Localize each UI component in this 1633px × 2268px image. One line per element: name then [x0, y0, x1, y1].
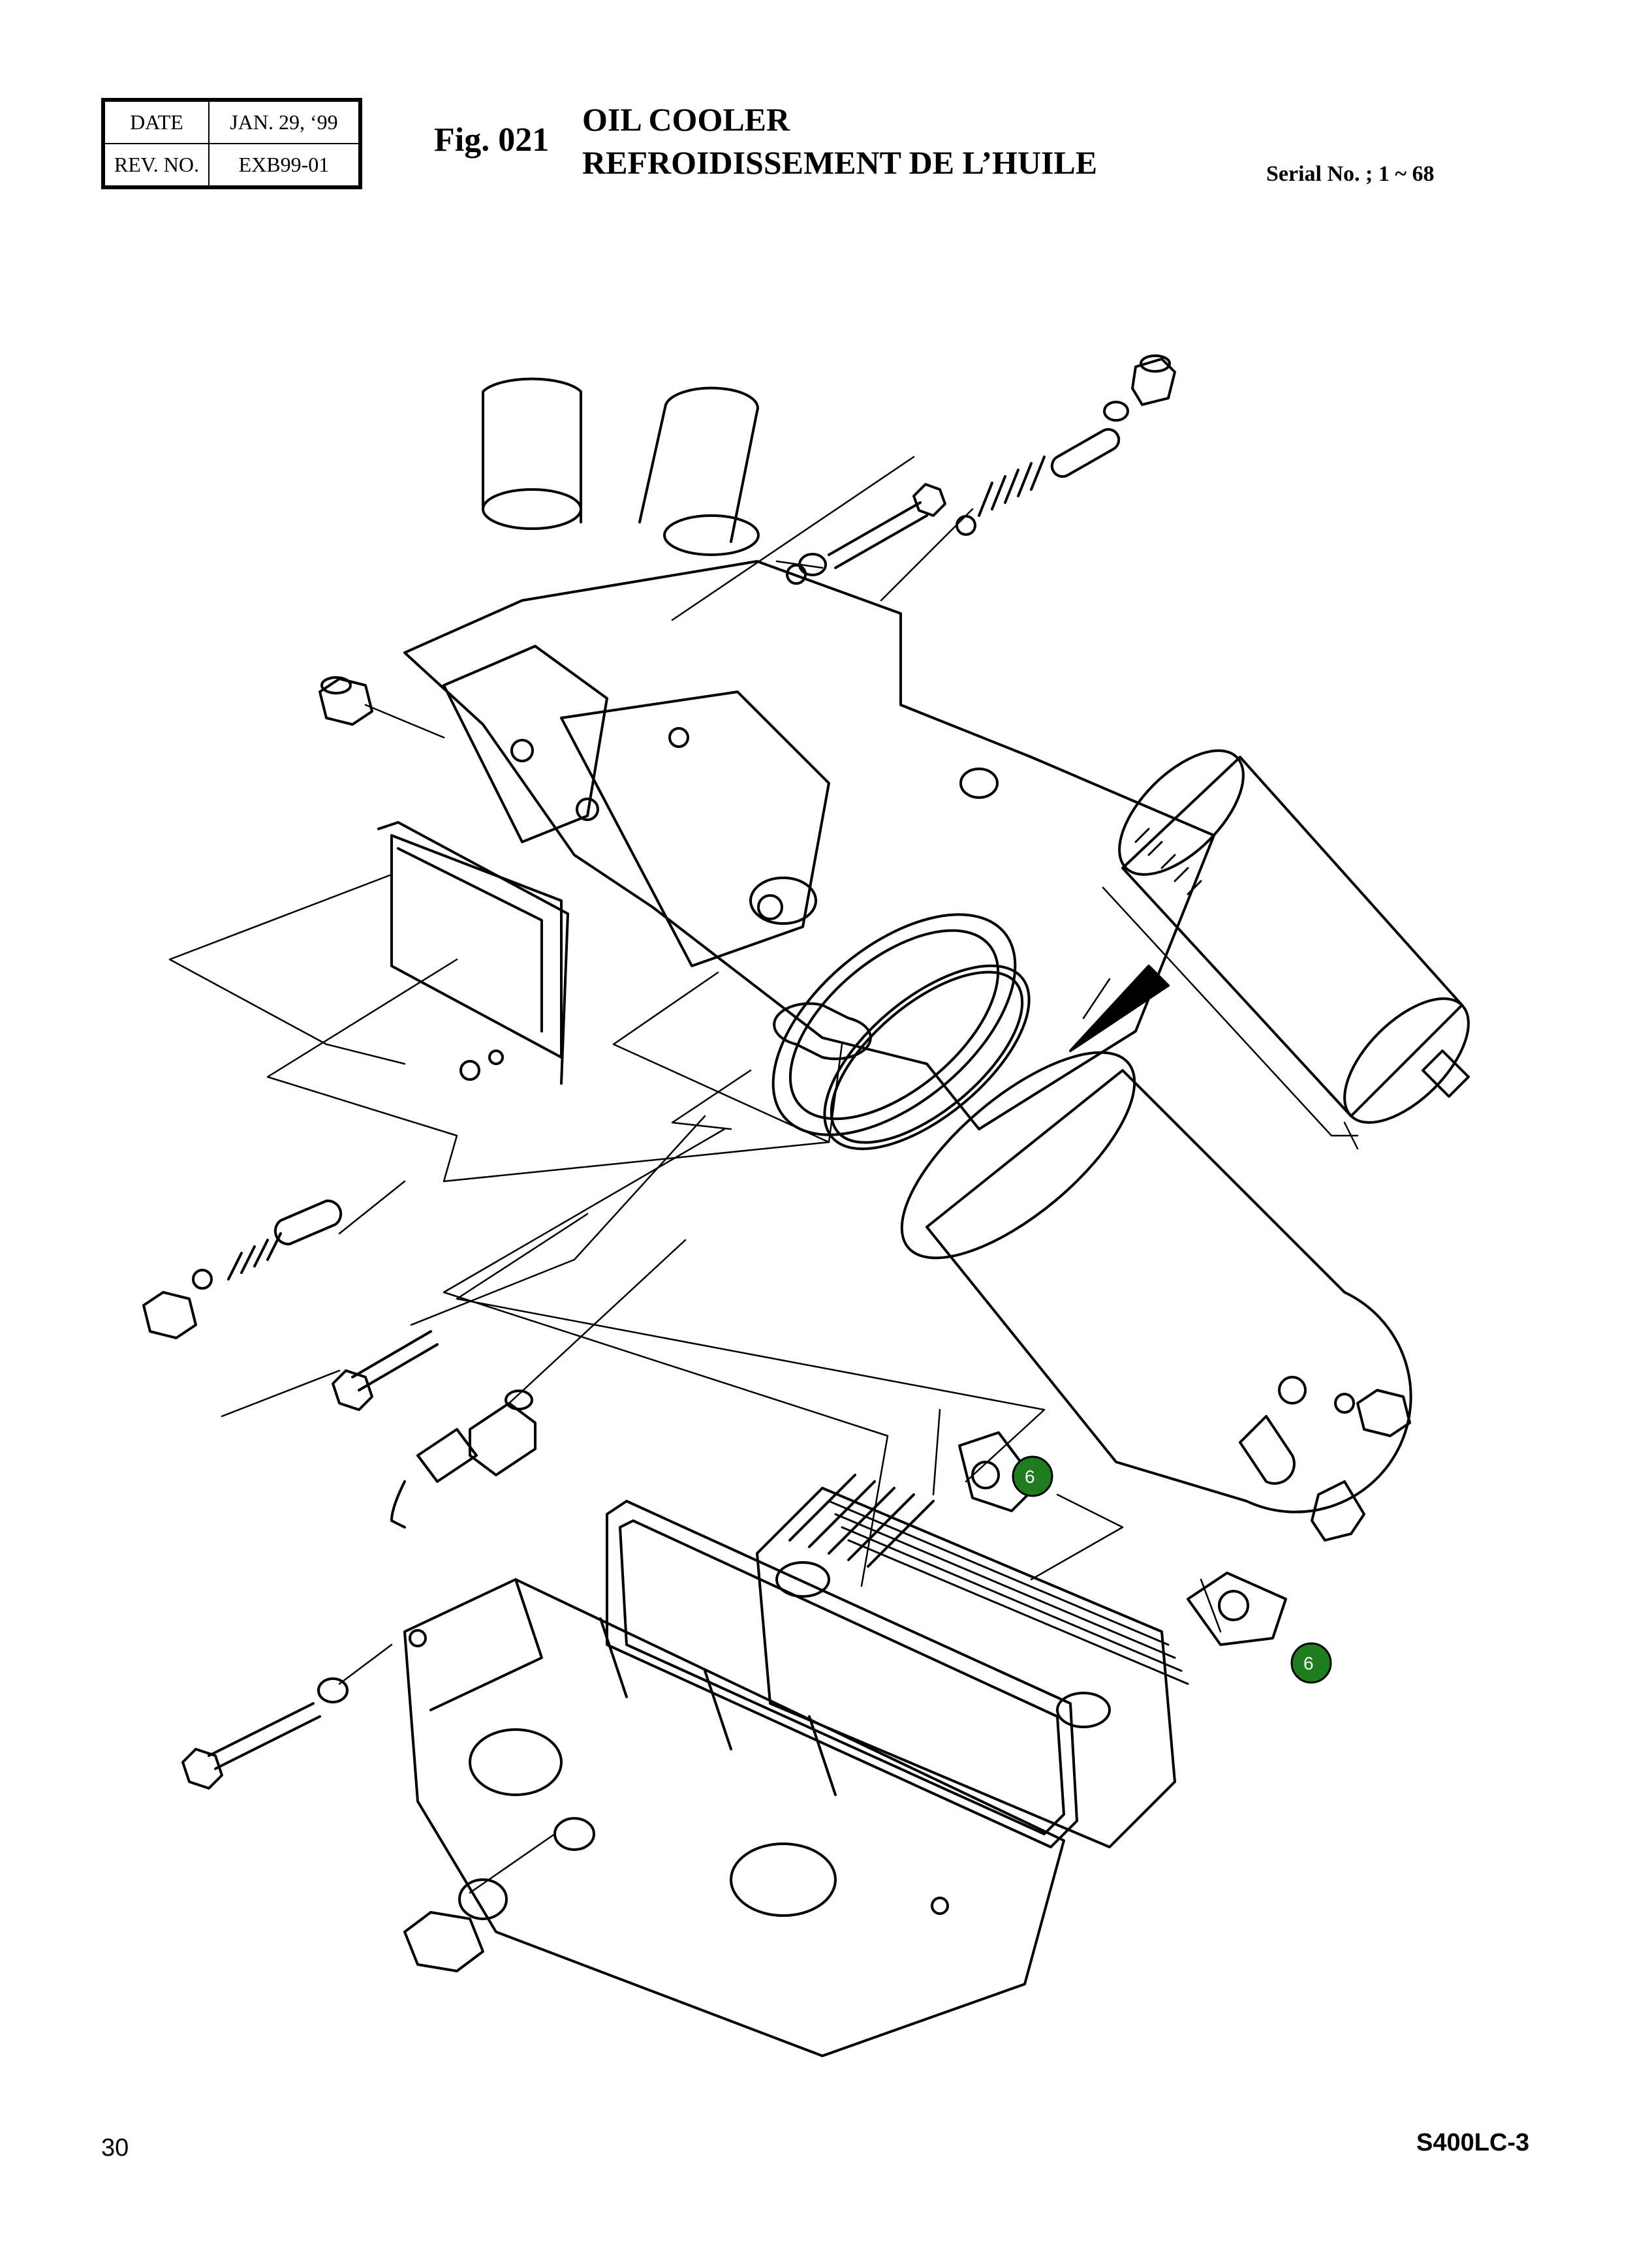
title-french: REFROIDISSEMENT DE L’HUILE [582, 144, 1098, 181]
oil-pressure-sensor [390, 1390, 537, 1529]
callout-badge-upper [1012, 1455, 1053, 1497]
oil-cooler-core [756, 1474, 1189, 1848]
housing-ring-gasket [771, 913, 1031, 1151]
filter-pointer-arrow [1069, 886, 1359, 1137]
oil-cooler-housing [403, 377, 1215, 1130]
oil-cooler-cover [403, 1578, 1065, 2057]
date-revision-table: DATE JAN. 29, ‘99 REV. NO. EXB99-01 [104, 101, 360, 187]
spring-pin-assembly [956, 427, 1121, 536]
revision-label: REV. NO. [104, 143, 210, 187]
figure-title: OIL COOLER REFROIDISSEMENT DE L’HUILE [582, 98, 1097, 184]
title-english: OIL COOLER [582, 101, 790, 138]
model-code: S400LC-3 [1416, 2129, 1530, 2156]
long-bolt-middle [332, 1330, 439, 1411]
leader-lines [168, 456, 1359, 1894]
plug-top-right [1103, 354, 1176, 422]
date-revision-box: DATE JAN. 29, ‘99 REV. NO. EXB99-01 [101, 98, 362, 189]
oil-filter-cartridge [1118, 749, 1470, 1124]
callout-6-upper: 6 [1012, 1455, 1053, 1497]
date-value: JAN. 29, ‘99 [208, 101, 360, 144]
revision-value: EXB99-01 [208, 143, 360, 187]
flange-gasket-upper [958, 1431, 1039, 1512]
long-bolt-top [786, 483, 946, 585]
drain-bolt [403, 1878, 508, 1972]
callout-label-lower: 6 [1303, 1653, 1314, 1673]
plug-left [319, 676, 373, 726]
date-label: DATE [104, 101, 210, 144]
flange-gasket-lower [1187, 1572, 1287, 1646]
callout-6-lower: 6 [1290, 1642, 1332, 1684]
serial-range: Serial No. ; 1 ~ 68 [1266, 162, 1435, 186]
relief-valve-parts [142, 1199, 343, 1339]
long-bolt-lower [181, 1677, 349, 1790]
callout-label-upper: 6 [1025, 1467, 1035, 1487]
filter-bowl [900, 1051, 1412, 1542]
callout-badge-lower [1290, 1642, 1332, 1684]
page-number: 30 [101, 2134, 129, 2162]
figure-number: Fig. 021 [434, 121, 550, 159]
cooler-cover-gasket [606, 1500, 1078, 1848]
cover-plate [377, 821, 569, 1085]
